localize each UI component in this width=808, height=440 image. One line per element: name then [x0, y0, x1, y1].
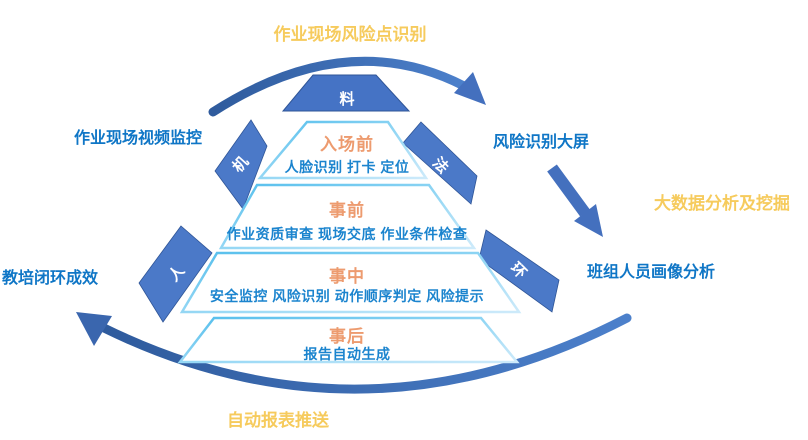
apex-label: 料 — [339, 91, 357, 108]
level-trapezoid-2 — [218, 183, 477, 250]
apex-block — [281, 74, 411, 112]
level-detail-before: 作业资质审查 现场交底 作业条件检查 — [226, 226, 468, 242]
label-left-video-monitoring: 作业现场视频监控 — [74, 130, 203, 147]
label-right-bigdata-analysis: 大数据分析及挖掘 — [654, 194, 790, 213]
label-right-risk-screen: 风险识别大屏 — [493, 134, 590, 151]
level-trapezoid-4 — [177, 316, 520, 364]
level-title-after: 事后 — [329, 327, 365, 346]
side-block-fa — [402, 121, 478, 205]
side-block-ren — [138, 225, 213, 323]
level-title-entry: 入场前 — [320, 135, 374, 154]
label-left-training-effect: 教培闭环成效 — [2, 270, 99, 287]
level-title-during: 事中 — [329, 267, 365, 286]
label-top-risk-identification: 作业现场风险点识别 — [273, 25, 427, 44]
right-diagonal-arrowhead-icon — [574, 204, 603, 237]
bottom-flow-arrow — [99, 313, 632, 394]
level-detail-entry: 人脸识别 打卡 定位 — [284, 159, 410, 175]
level-trapezoid-3 — [179, 251, 522, 314]
top-flow-arrowhead-icon — [454, 72, 486, 105]
level-title-before: 事前 — [329, 201, 365, 220]
label-bottom-auto-report: 自动报表推送 — [227, 411, 329, 430]
level-detail-after: 报告自动生成 — [303, 346, 391, 362]
level-detail-during: 安全监控 风险识别 动作顺序判定 风险提示 — [209, 288, 485, 304]
level-trapezoid-1 — [257, 120, 429, 180]
label-right-crew-profile: 班组人员画像分析 — [587, 264, 716, 281]
top-flow-arrow — [208, 56, 469, 117]
bottom-flow-arrowhead-icon — [76, 312, 112, 346]
right-diagonal-arrow — [547, 164, 590, 217]
side-block-huan — [478, 229, 560, 313]
